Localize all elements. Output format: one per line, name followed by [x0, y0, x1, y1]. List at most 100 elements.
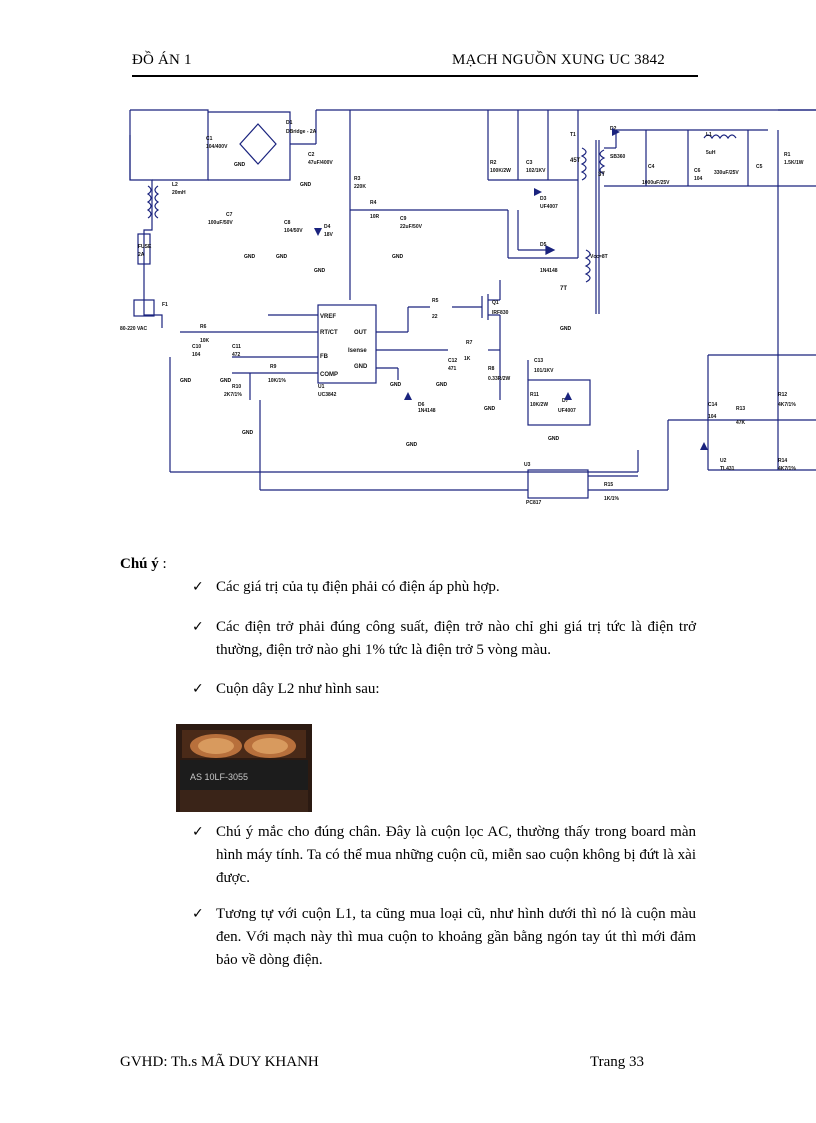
label-d1: D1	[286, 120, 293, 126]
check-icon: ✓	[192, 681, 204, 697]
gnd-label: GND	[180, 378, 192, 384]
gnd-label: GND	[548, 436, 560, 442]
label-d6: D6	[418, 402, 425, 408]
note-title-text: Chú ý	[120, 556, 159, 572]
label-d7-val: UF4007	[558, 408, 576, 414]
label-c14: C14	[708, 402, 717, 408]
label-fuse-val: 2A	[138, 252, 145, 258]
gnd-label: GND	[390, 382, 402, 388]
label-l2: L2	[172, 182, 178, 188]
gnd-label: GND	[484, 406, 496, 412]
label-r8: R8	[488, 366, 495, 372]
gnd-label: GND	[234, 162, 246, 168]
label-r6: R6	[200, 324, 207, 330]
label-q1: Q1	[492, 300, 499, 306]
ic-pin-out: OUT	[354, 330, 367, 336]
gnd-label: GND	[276, 254, 288, 260]
tl431-icon	[700, 442, 708, 450]
label-r12-val: 4K7/1%	[778, 402, 796, 408]
label-r3: R3	[354, 176, 361, 182]
label-u2: U2	[720, 458, 727, 464]
diode-d2-icon	[612, 128, 620, 136]
ic-pin-isense: Isense	[348, 348, 367, 354]
label-u1: U1	[318, 384, 325, 390]
label-c4-val: 1000uF/25V	[642, 180, 670, 186]
label-c2: C2	[308, 152, 315, 158]
check-icon: ✓	[192, 906, 204, 922]
label-r4-val: 10R	[370, 214, 380, 220]
l2-choke-photo: AS 10LF-3055	[176, 724, 312, 812]
label-c2-val: 47uF/400V	[308, 160, 333, 166]
label-t1-aux: Vcc=8T	[590, 254, 608, 260]
label-r12: R12	[778, 392, 787, 398]
label-r11-val: 10K/2W	[530, 402, 548, 408]
label-r1: R1	[784, 152, 791, 158]
list-item-text: Các điện trở phải đúng công suất, điện t…	[216, 619, 696, 658]
label-t1-7t: 7T	[560, 286, 567, 292]
label-c10: C10	[192, 344, 201, 350]
label-t1: T1	[570, 132, 576, 138]
label-r6-val: 10K	[200, 338, 210, 344]
gnd-label: GND	[242, 430, 254, 436]
label-r1-val: 1.5K/1W	[784, 160, 804, 166]
label-c7: C7	[226, 212, 233, 218]
note-title: Chú ý :	[120, 556, 167, 573]
label-t1-primary: 45T	[570, 158, 581, 164]
gnd-label: GND	[560, 326, 572, 332]
label-r10: R10	[232, 384, 241, 390]
label-r15-val: 1K/1%	[604, 496, 620, 502]
label-r13: R13	[736, 406, 745, 412]
gnd-label: GND	[244, 254, 256, 260]
list-item-text: Tương tự với cuộn L1, ta cũng mua loại c…	[216, 906, 696, 968]
label-c14-val: 104	[708, 414, 717, 420]
zener-d4-icon	[314, 228, 322, 236]
label-c5: C5	[756, 164, 763, 170]
label-d5: D5	[540, 242, 547, 248]
ic-pin-fb: FB	[320, 354, 329, 360]
label-c12-val: 471	[448, 366, 457, 372]
label-c11-val: 472	[232, 352, 241, 358]
gnd-label: GND	[436, 382, 448, 388]
label-c3: C3	[526, 160, 533, 166]
label-d2-val: SB360	[610, 154, 626, 160]
label-u3: U3	[524, 462, 531, 468]
label-c6: C6	[694, 168, 701, 174]
label-r8-val: 0.33R/2W	[488, 376, 511, 382]
footer-page-number: Trang 33	[590, 1054, 645, 1070]
label-r2: R2	[490, 160, 497, 166]
list-item-text: Cuộn dây L2 như hình sau:	[216, 681, 380, 697]
label-c10-val: 104	[192, 352, 201, 358]
label-r9-val: 10K/1%	[268, 378, 286, 384]
label-c12: C12	[448, 358, 457, 364]
label-t1-secondary: 3T	[598, 172, 605, 178]
label-q1-val: IRF830	[492, 310, 509, 316]
label-d5-val: 1N4148	[540, 268, 558, 274]
label-c13: C13	[534, 358, 543, 364]
label-c1-val: 104/400V	[206, 144, 228, 150]
label-c11: C11	[232, 344, 241, 350]
label-d1-val: DBridge - 2A	[286, 129, 317, 135]
note-title-colon: :	[158, 556, 167, 572]
gnd-label: GND	[392, 254, 404, 260]
label-r14: R14	[778, 458, 787, 464]
label-c1: C1	[206, 136, 213, 142]
label-r2-val: 100K/2W	[490, 168, 511, 174]
header-right-title: MẠCH NGUỒN XUNG UC 3842	[452, 52, 665, 68]
label-c8: C8	[284, 220, 291, 226]
gnd-label: GND	[300, 182, 312, 188]
label-r5-val: 22	[432, 314, 438, 320]
gnd-label: GND	[406, 442, 418, 448]
label-c8-val: 104/50V	[284, 228, 303, 234]
label-d6-val: 1N4148	[418, 408, 436, 414]
label-r10-val: 2K7/1%	[224, 392, 242, 398]
label-u1-val: UC3842	[318, 392, 337, 398]
check-icon: ✓	[192, 619, 204, 635]
label-d4: D4	[324, 224, 331, 230]
label-l2-val: 20mH	[172, 190, 186, 196]
label-r14-val: 4K7/1%	[778, 466, 796, 472]
circuit-schematic: D1 DBridge - 2A C1 104/400V C2 47uF/400V…	[120, 109, 816, 506]
ic-pin-gnd: GND	[354, 364, 368, 370]
ic-pin-rtct: RT/CT	[320, 330, 338, 336]
label-d7: D7	[562, 398, 569, 404]
label-l1: L1	[706, 132, 712, 138]
